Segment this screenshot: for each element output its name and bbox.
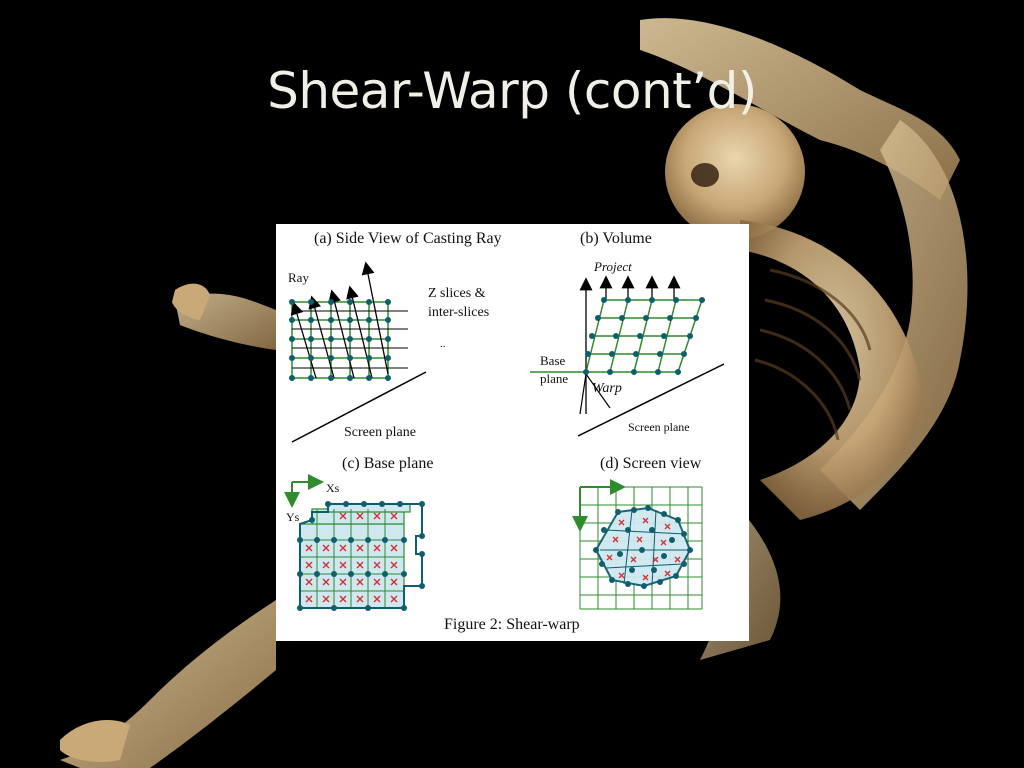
panel-b-title: (b) Volume xyxy=(580,230,652,247)
panel-b-volume: (b) Volume Project Base plane Warp Scree… xyxy=(530,230,725,437)
panel-a-side-view: (a) Side View of Casting Ray Ray Z slice… xyxy=(288,230,502,443)
panel-d-screen-view: (d) Screen view xyxy=(572,455,703,610)
ray-label: Ray xyxy=(288,270,309,285)
screen-plane-label-b: Screen plane xyxy=(628,420,690,434)
screen-plane-line-a xyxy=(291,371,427,443)
dots-mark: .. xyxy=(440,338,446,350)
panel-c-base-plane: (c) Base plane Xs Ys xyxy=(284,455,434,611)
screen-plane-line-b xyxy=(577,363,725,437)
slide-title: Shear-Warp (cont’d) xyxy=(267,62,757,120)
casting-rays xyxy=(290,261,389,379)
shear-warp-figure: (a) Side View of Casting Ray Ray Z slice… xyxy=(276,224,749,641)
slices-label-line2: inter-slices xyxy=(428,305,489,320)
base-plane-label-line1: Base xyxy=(540,353,566,368)
project-label: Project xyxy=(593,259,632,274)
base-plane-label-line2: plane xyxy=(540,371,568,386)
sample-crosses-d xyxy=(606,517,681,581)
sample-crosses-c xyxy=(305,512,398,603)
screen-plane-label-a: Screen plane xyxy=(344,425,416,440)
warp-line-left xyxy=(579,373,587,415)
sheared-grid-b xyxy=(585,299,703,373)
voxel-dots-d xyxy=(593,505,693,589)
inter-slice-lines xyxy=(292,310,408,369)
panel-d-title: (d) Screen view xyxy=(600,455,702,472)
panel-c-title: (c) Base plane xyxy=(342,455,434,472)
projection-arrows xyxy=(599,275,681,300)
voxel-dots-c xyxy=(297,501,425,611)
xs-label: Xs xyxy=(326,481,340,495)
ys-label: Ys xyxy=(286,510,300,524)
panel-a-title: (a) Side View of Casting Ray xyxy=(314,230,502,247)
figure-caption: Figure 2: Shear-warp xyxy=(444,616,580,633)
voxel-dots-b xyxy=(583,297,705,375)
voxel-dots-a xyxy=(289,299,391,381)
voxel-grid-a xyxy=(291,301,389,379)
slices-label-line1: Z slices & xyxy=(428,286,486,301)
warp-line-right xyxy=(585,373,611,409)
